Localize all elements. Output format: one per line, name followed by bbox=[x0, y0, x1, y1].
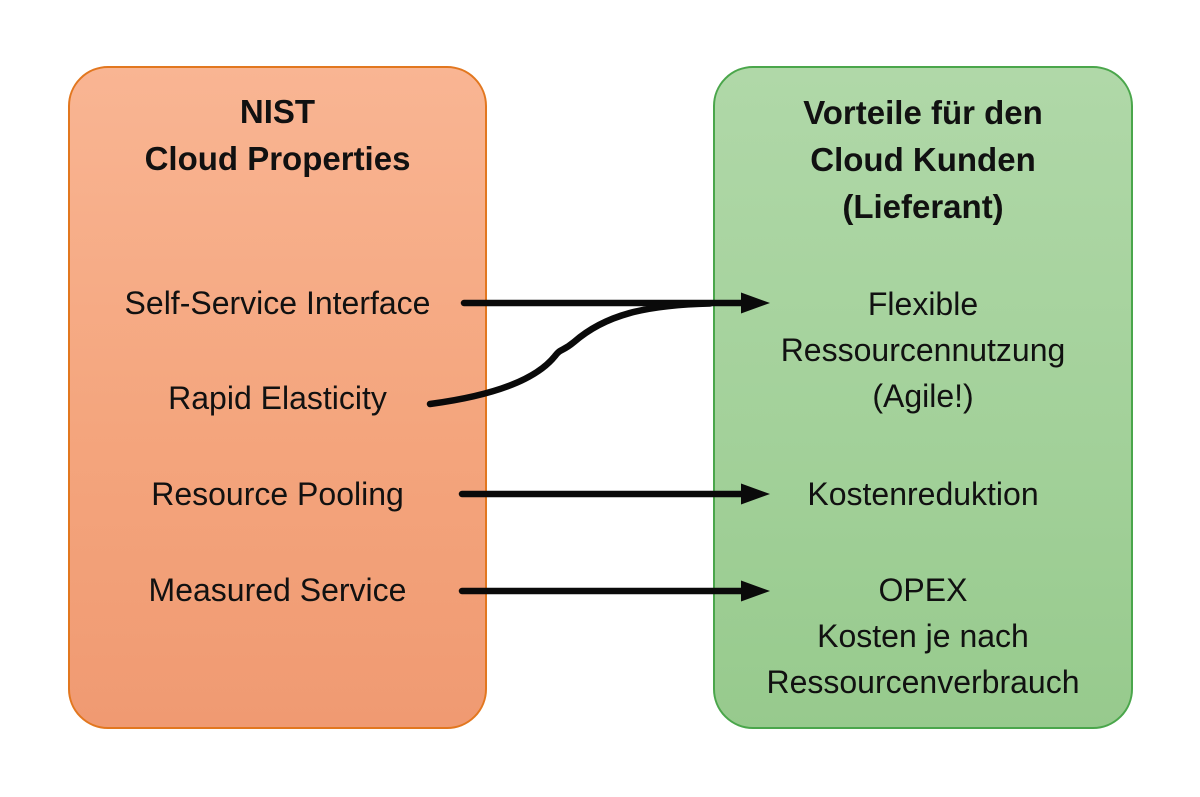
item-resource-pooling: Resource Pooling bbox=[151, 476, 404, 512]
vorteile-cloud-kunden-box bbox=[713, 66, 1133, 729]
left-box-title-line2: Cloud Properties bbox=[144, 140, 411, 177]
benefit-opex: OPEX Kosten je nach Ressourcenverbrauch bbox=[713, 567, 1133, 705]
left-box-title-line1: NIST bbox=[239, 93, 316, 130]
left-box-title: NIST Cloud Properties bbox=[68, 88, 487, 182]
item-measured-service: Measured Service bbox=[148, 572, 407, 608]
benefit-flexible-line1: Flexible bbox=[867, 286, 979, 322]
right-box-title: Vorteile für den Cloud Kunden (Lieferant… bbox=[713, 89, 1133, 230]
right-box-title-line2: Cloud Kunden bbox=[810, 141, 1036, 178]
benefit-kostenreduktion: Kostenreduktion bbox=[807, 476, 1039, 512]
benefit-opex-line2: Kosten je nach bbox=[817, 618, 1029, 654]
nist-cloud-properties-box bbox=[68, 66, 487, 729]
benefit-flexible-ressourcennutzung: Flexible Ressourcennutzung (Agile!) bbox=[713, 281, 1133, 419]
right-box-title-line1: Vorteile für den bbox=[803, 94, 1043, 131]
benefit-opex-line1: OPEX bbox=[878, 572, 968, 608]
item-self-service-interface: Self-Service Interface bbox=[124, 285, 431, 321]
benefit-flexible-line2: Ressourcennutzung bbox=[780, 332, 1066, 368]
right-box-title-line3: (Lieferant) bbox=[842, 188, 1004, 225]
benefit-flexible-line3: (Agile!) bbox=[872, 378, 974, 414]
benefit-opex-line3: Ressourcenverbrauch bbox=[766, 664, 1080, 700]
item-rapid-elasticity: Rapid Elasticity bbox=[168, 380, 387, 416]
